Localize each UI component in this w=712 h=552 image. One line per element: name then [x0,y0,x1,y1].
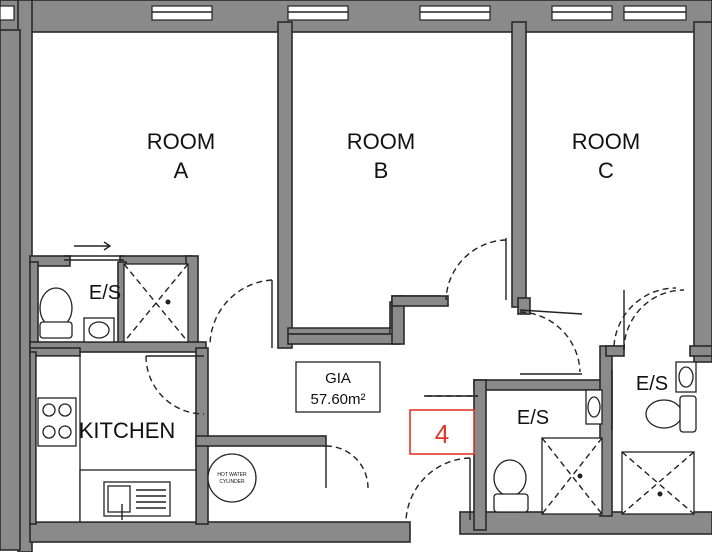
ensuite-a-label: E/S [89,282,121,304]
cylinder-label-line2: CYLINDER [219,479,245,485]
windows [0,5,687,21]
gia-value: 57.60m² [310,391,365,408]
room-a-label-line1: ROOM [147,129,215,154]
ensuite-right-fixtures [621,361,697,515]
gia-box: GIA 57.60m² [295,361,381,413]
room-labels: ROOM A ROOM B ROOM C E/S E/S E/S KITCHEN… [79,129,668,485]
kitchen-fixtures [35,355,197,523]
ensuite-right-label: E/S [636,373,668,395]
unit-number: 4 [435,419,449,449]
kitchen-label: KITCHEN [79,418,176,443]
room-b-label-line2: B [374,158,389,183]
ensuite-center-label: E/S [517,407,549,429]
room-c-label-line1: ROOM [572,129,640,154]
room-c-label-line2: C [598,158,614,183]
ensuite-center-fixtures [493,389,603,515]
gia-label: GIA [325,370,351,387]
cylinder-label-line1: HOT WATER [217,472,247,478]
ensuite-a-fixtures [39,263,189,343]
doors [64,238,685,521]
room-b-label-line1: ROOM [347,129,415,154]
unit-number-badge: 4 [409,409,475,455]
room-a-label-line2: A [174,158,189,183]
hot-water-cylinder [207,453,257,503]
